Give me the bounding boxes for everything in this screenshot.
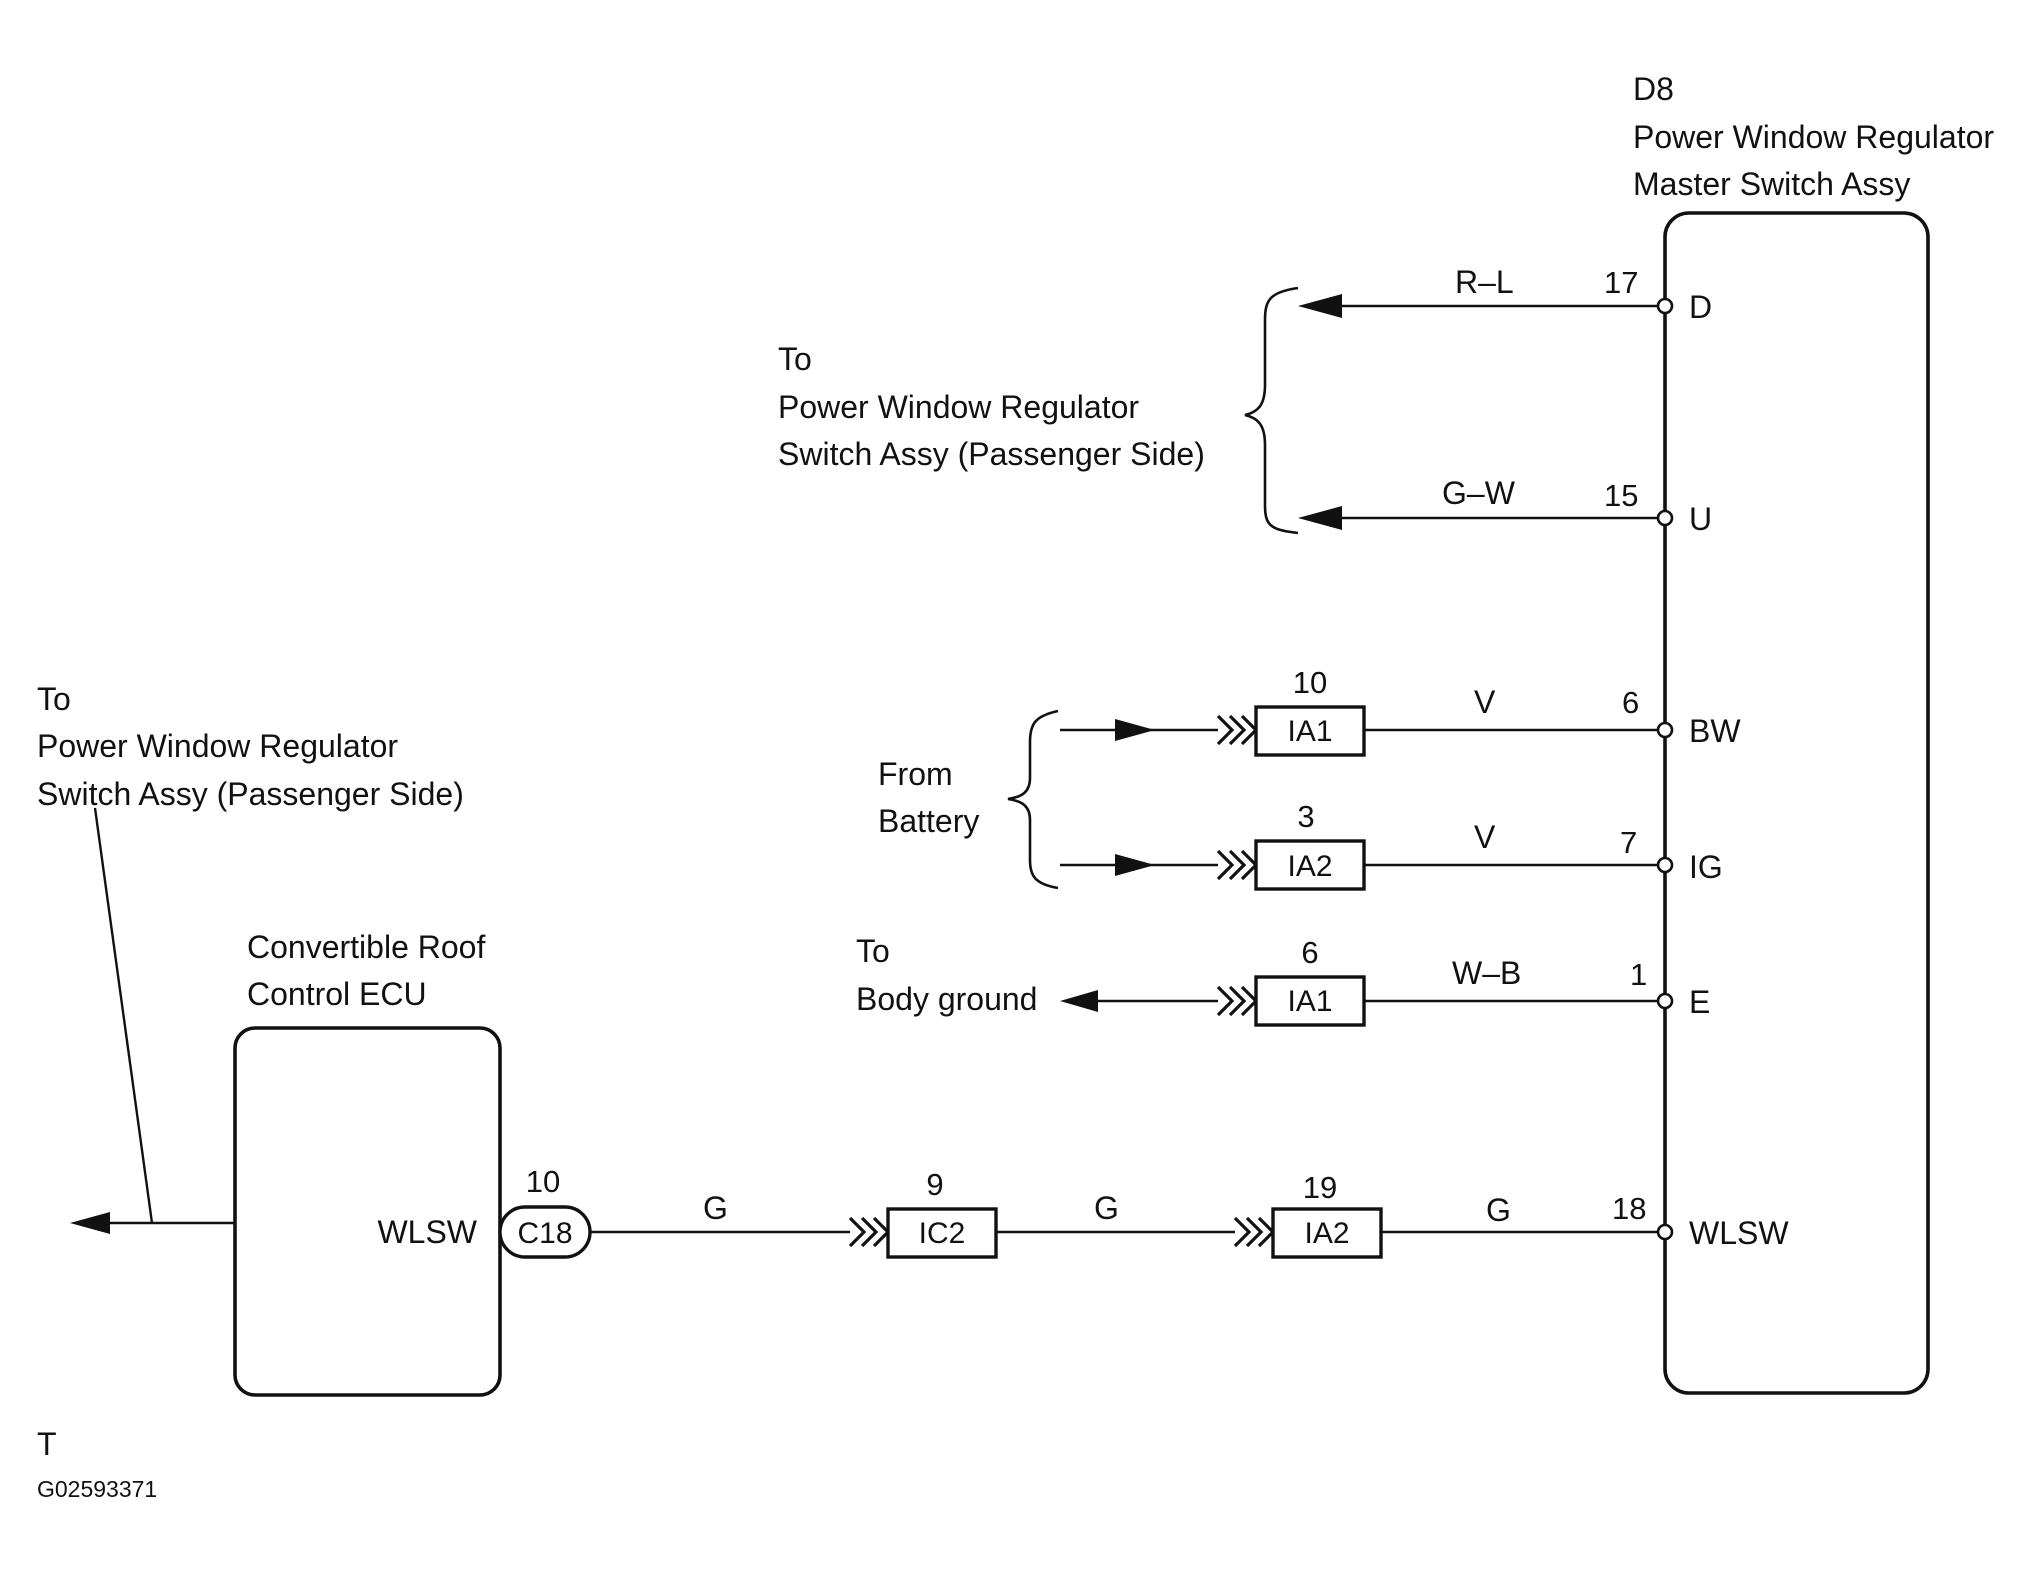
leader-line-passenger-left	[93, 807, 154, 1224]
chevron-e-1-icon	[1216, 985, 1235, 1017]
brace-battery	[1007, 709, 1059, 890]
wire-color-ig: V	[1474, 819, 1496, 855]
chevron-ig-1-icon	[1216, 849, 1235, 881]
figure-code: G02593371	[37, 1476, 157, 1502]
terminal-e: To Body ground IA1 6 W–B 1 E	[856, 933, 1710, 1027]
connector-ia2-wlsw-label: IA2	[1304, 1217, 1349, 1250]
arrow-ecu-out-icon	[70, 1212, 110, 1234]
pin-wlsw: 18	[1612, 1191, 1646, 1226]
terminal-name-d: D	[1689, 289, 1712, 325]
arrow-u-icon	[1298, 506, 1342, 530]
connector-ia1-e-pin: 6	[1301, 935, 1318, 970]
connector-ia1-e	[1254, 975, 1366, 1027]
master-switch-name-line2: Master Switch Assy	[1633, 166, 1910, 202]
battery-line2: Battery	[878, 803, 979, 839]
passenger-right-line1: To	[778, 341, 812, 377]
pin-e: 1	[1630, 957, 1647, 992]
brace-passenger-right	[1244, 286, 1299, 535]
connector-ic2-pin: 9	[926, 1167, 943, 1202]
master-switch-name-line1: Power Window Regulator	[1633, 119, 1994, 155]
terminal-ig: IA2 3 V 7 IG	[1060, 799, 1723, 891]
terminal-name-bw: BW	[1689, 713, 1741, 749]
chevron-ic2-1-icon	[848, 1216, 867, 1248]
wire-color-e: W–B	[1452, 955, 1521, 991]
chevron-ig-2-icon	[1228, 849, 1247, 881]
arrow-ground-icon	[1060, 990, 1098, 1012]
passenger-right-line2: Power Window Regulator	[778, 389, 1139, 425]
pin-bw: 6	[1622, 685, 1639, 720]
arrow-d-icon	[1298, 294, 1342, 318]
connector-ic2	[886, 1207, 998, 1259]
pin-u: 15	[1604, 478, 1638, 513]
connector-ic2-label: IC2	[919, 1217, 966, 1250]
terminal-d: R–L 17 D	[1298, 264, 1712, 325]
chevron-e-2-icon	[1228, 985, 1247, 1017]
terminal-u: G–W 15 U	[1298, 475, 1712, 537]
terminal-wlsw-circle	[1656, 1223, 1674, 1241]
terminal-name-wlsw: WLSW	[1689, 1215, 1789, 1251]
connector-ia2-ig-pin: 3	[1297, 799, 1314, 834]
chevron-ia2-1-icon	[1233, 1216, 1252, 1248]
wire-color-wlsw-1: G	[703, 1190, 728, 1226]
connector-ia1-bw-label: IA1	[1287, 715, 1332, 748]
chevron-ia2-2-icon	[1245, 1216, 1264, 1248]
terminal-name-ig: IG	[1689, 849, 1723, 885]
ecu-box	[233, 1026, 502, 1397]
wire-color-d: R–L	[1455, 264, 1514, 300]
wire-color-u: G–W	[1442, 475, 1516, 511]
wire-color-wlsw-2: G	[1094, 1190, 1119, 1226]
passenger-right-line3: Switch Assy (Passenger Side)	[778, 436, 1205, 472]
battery-line1: From	[878, 756, 953, 792]
terminal-name-e: E	[1689, 984, 1710, 1020]
connector-ia1-e-label: IA1	[1287, 985, 1332, 1018]
pin-ig: 7	[1620, 825, 1637, 860]
passenger-left-line1: To	[37, 681, 71, 717]
wlsw-circuit: G IC2 9 G IA2 19 G 18 WLSW	[590, 1167, 1789, 1259]
ecu-terminal-wlsw: WLSW	[377, 1214, 477, 1250]
passenger-left-line2: Power Window Regulator	[37, 728, 398, 764]
arrow-battery-ig-icon	[1115, 854, 1155, 876]
connector-c18-label: C18	[517, 1217, 572, 1250]
arrow-battery-bw-icon	[1115, 719, 1155, 741]
pin-d: 17	[1604, 265, 1638, 300]
footer-mark: T	[37, 1426, 57, 1462]
terminal-ig-circle	[1656, 856, 1674, 874]
ecu-name-line2: Control ECU	[247, 976, 427, 1012]
terminal-bw: IA1 10 V 6 BW	[1060, 665, 1741, 757]
terminal-u-circle	[1656, 509, 1674, 527]
ecu-name-line1: Convertible Roof	[247, 929, 485, 965]
terminal-bw-circle	[1656, 721, 1674, 739]
chevron-ic2-2-icon	[860, 1216, 879, 1248]
body-ground-line1: To	[856, 933, 890, 969]
chevron-bw-2-icon	[1228, 714, 1247, 746]
body-ground-line2: Body ground	[856, 981, 1037, 1017]
wire-color-wlsw-3: G	[1486, 1192, 1511, 1228]
terminal-d-circle	[1656, 297, 1674, 315]
connector-ia1-bw	[1254, 705, 1366, 757]
connector-ia2-wlsw-pin: 19	[1303, 1170, 1337, 1205]
connector-ia2-ig	[1254, 839, 1366, 891]
connector-ia1-bw-pin: 10	[1293, 665, 1327, 700]
connector-c18-pin: 10	[526, 1164, 560, 1199]
chevron-bw-1-icon	[1216, 714, 1235, 746]
connector-ia2-ig-label: IA2	[1287, 850, 1332, 883]
wire-color-bw: V	[1474, 684, 1496, 720]
terminal-e-circle	[1656, 992, 1674, 1010]
master-switch-code: D8	[1633, 71, 1674, 107]
passenger-left-line3: Switch Assy (Passenger Side)	[37, 776, 464, 812]
terminal-name-u: U	[1689, 501, 1712, 537]
master-switch-box	[1663, 211, 1930, 1395]
